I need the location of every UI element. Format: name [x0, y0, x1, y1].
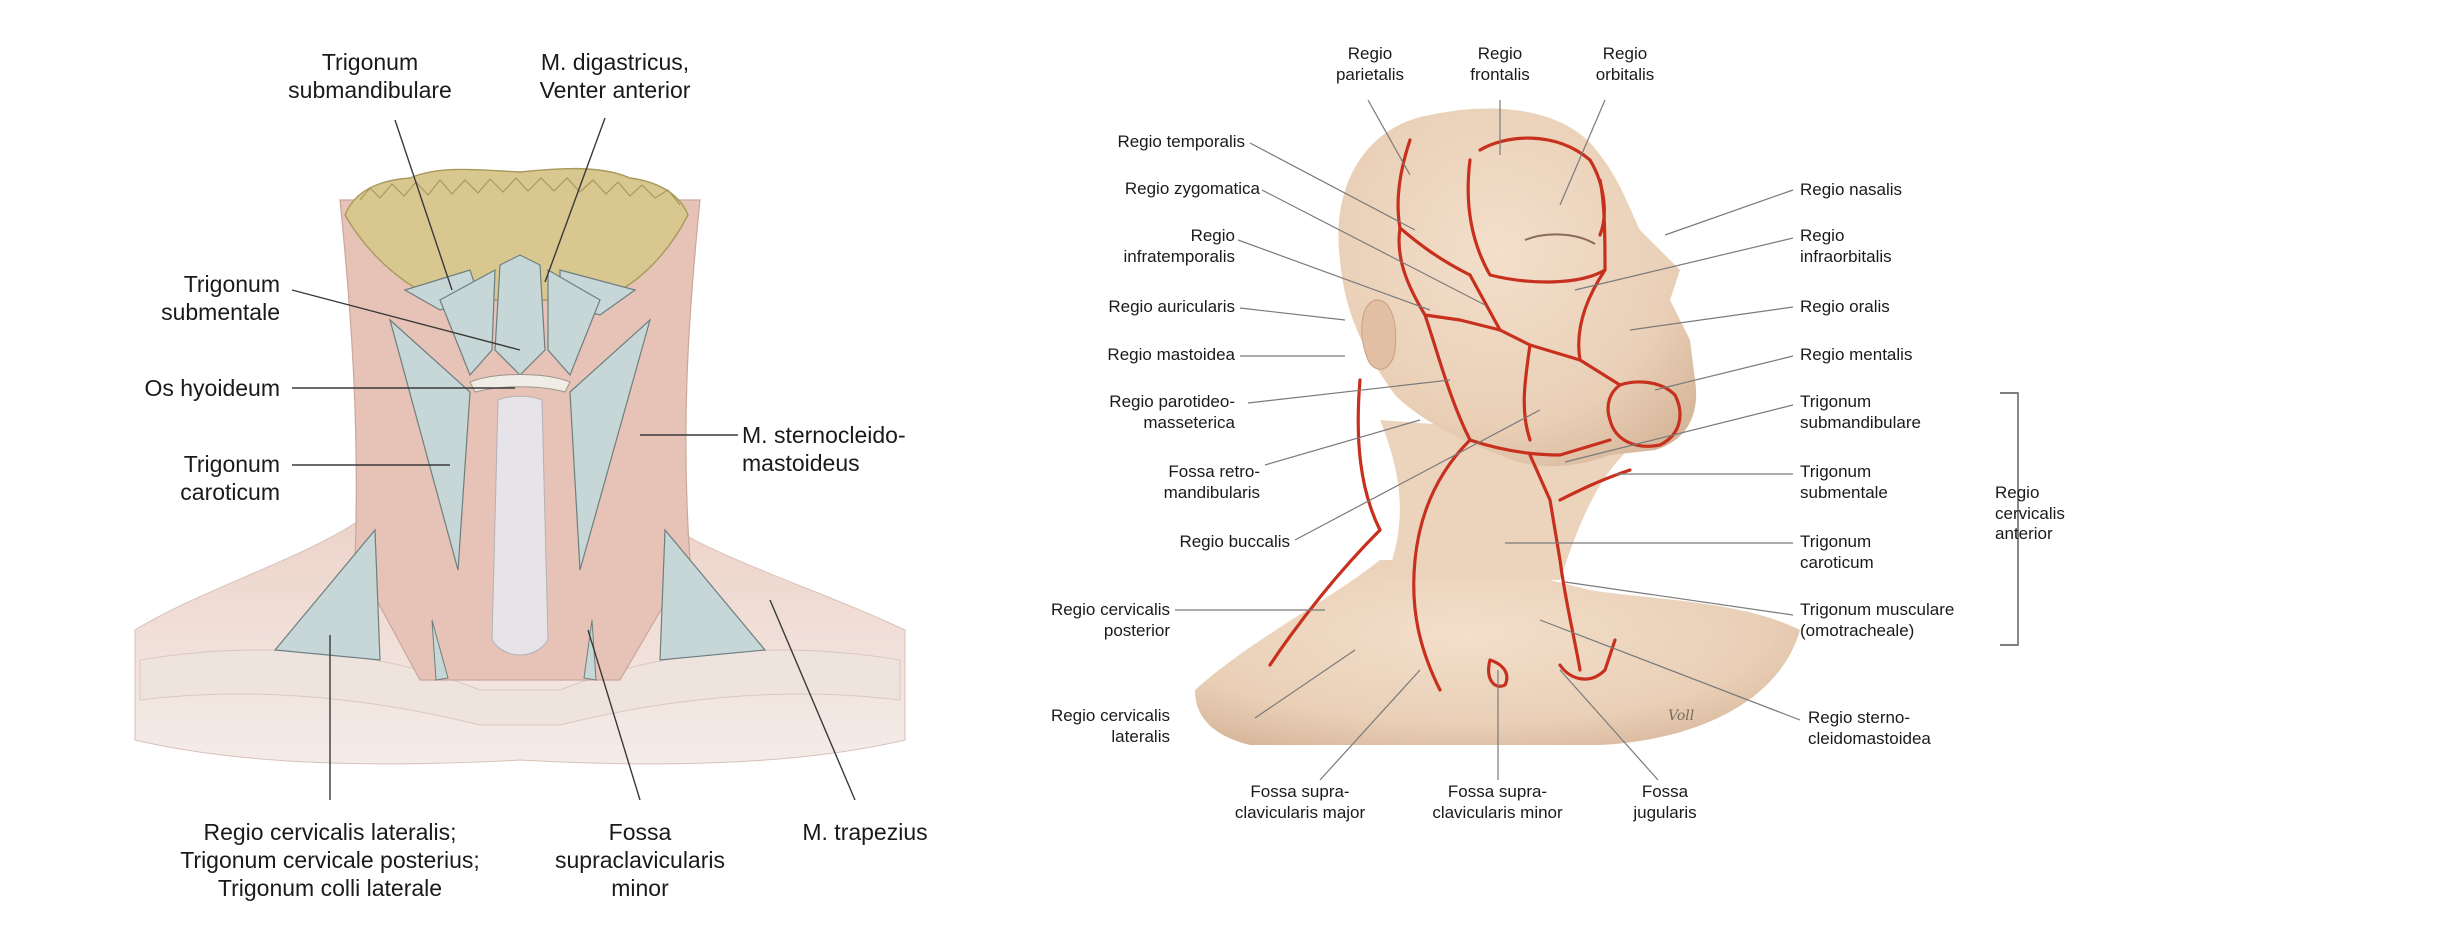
label-os-hyoideum: Os hyoideum [144, 375, 280, 401]
fossa-minor-left-shape [431, 619, 449, 681]
label-cervicalis-anterior: Regio cervicalis anterior [1995, 483, 2065, 544]
label-infratemporalis: Regio infratemporalis [1123, 226, 1236, 266]
bracket [2000, 392, 2019, 646]
trig-caroticum-left-shape [388, 318, 471, 571]
label-trapezius: M. trapezius [802, 819, 928, 845]
mandible-teeth-edge [359, 177, 681, 206]
digastric-left-shape [439, 268, 496, 377]
label-trig-musculare: Trigonum musculare (omotracheale) [1800, 600, 1955, 640]
label-trig-submentale-right: Trigonum submentale [1800, 462, 1888, 502]
label-supraclav-major: Fossa supra- clavicularis major [1234, 782, 1366, 822]
label-auricularis: Regio auricularis [1108, 297, 1235, 316]
label-trig-caroticum-right: Trigonum caroticum [1800, 532, 1874, 572]
label-parotideo: Regio parotideo- masseterica [1109, 392, 1235, 432]
trig-submentale-shape [494, 254, 546, 376]
label-fossa-minor-left: Fossa supraclavicularis minor [554, 819, 725, 902]
right-head-figure [1175, 99, 2019, 781]
label-mastoidea: Regio mastoidea [1107, 345, 1235, 364]
regio-lateralis-left-shape [273, 528, 381, 661]
label-trig-submandibulare-right: Trigonum submandibulare [1800, 392, 1921, 432]
label-zygomatica: Regio zygomatica [1124, 179, 1260, 198]
artist-signature: Voll [1668, 708, 1695, 724]
label-oralis: Regio oralis [1800, 297, 1890, 316]
label-parietalis: Regio parietalis [1335, 44, 1405, 84]
region-borders [1268, 136, 1682, 692]
eye-shape [1524, 233, 1596, 245]
label-infraorbitalis: Regio infraorbitalis [1800, 226, 1892, 266]
label-sternocleidomastoidea: Regio sterno- cleidomastoidea [1808, 708, 1931, 748]
trachea-shape [491, 395, 549, 656]
trig-caroticum-right-shape [569, 318, 652, 571]
label-digastricus: M. digastricus, Venter anterior [539, 49, 691, 104]
label-trig-submandibulare-left: Trigonum submandibulare [288, 49, 452, 104]
digastric-right-shape [547, 268, 601, 377]
label-orbitalis: Regio orbitalis [1595, 44, 1655, 84]
head-shape [1338, 108, 1697, 467]
label-trig-submentale-left: Trigonum submentale [161, 271, 280, 326]
label-cervicalis-posterior: Regio cervicalis posterior [1050, 600, 1170, 640]
label-nasalis: Regio nasalis [1800, 180, 1903, 199]
label-buccalis: Regio buccalis [1179, 532, 1290, 551]
ear-shape [1361, 299, 1397, 370]
label-frontalis: Regio frontalis [1470, 44, 1530, 84]
label-temporalis: Regio temporalis [1117, 132, 1245, 151]
label-cervicalis-lateralis: Regio cervicalis lateralis [1050, 706, 1170, 746]
left-neck-figure [134, 117, 906, 801]
label-jugularis: Fossa jugularis [1633, 782, 1697, 822]
label-trig-caroticum-left: Trigonum caroticum [180, 451, 280, 506]
torso-shape [1195, 560, 1800, 745]
regio-lateralis-right-shape [659, 528, 767, 661]
label-regio-lateralis-left: Regio cervicalis lateralis; Trigonum cer… [180, 819, 480, 902]
label-retromandibularis: Fossa retro- mandibularis [1163, 462, 1260, 502]
label-sternocleido: M. sternocleido- mastoideus [742, 422, 906, 477]
label-mentalis: Regio mentalis [1800, 345, 1913, 364]
label-supraclav-minor: Fossa supra- clavicularis minor [1432, 782, 1563, 822]
